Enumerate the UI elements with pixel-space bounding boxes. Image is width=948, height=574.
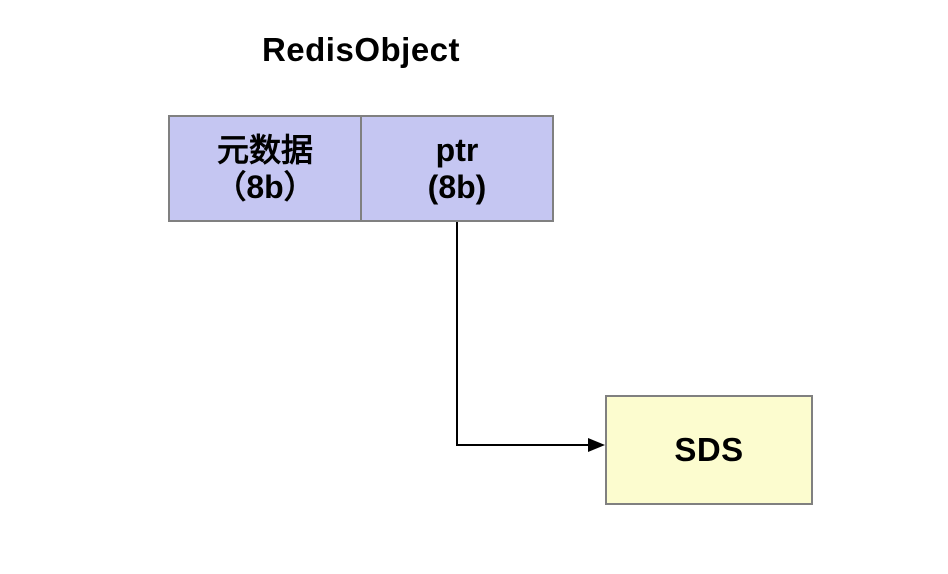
metadata-cell-label: 元数据 (216, 131, 313, 168)
arrow-head-icon (588, 438, 605, 452)
ptr-cell: ptr (8b) (362, 117, 552, 220)
redis-object-table: 元数据 （8b） ptr (8b) (168, 115, 554, 222)
metadata-cell: 元数据 （8b） (170, 117, 362, 220)
ptr-cell-size: (8b) (427, 168, 487, 205)
ptr-cell-label: ptr (435, 131, 479, 168)
metadata-cell-size: （8b） (214, 168, 316, 205)
diagram-title: RedisObject (261, 31, 461, 68)
sds-label: SDS (674, 431, 744, 468)
arrow-line (456, 222, 591, 446)
sds-box: SDS (605, 395, 813, 505)
